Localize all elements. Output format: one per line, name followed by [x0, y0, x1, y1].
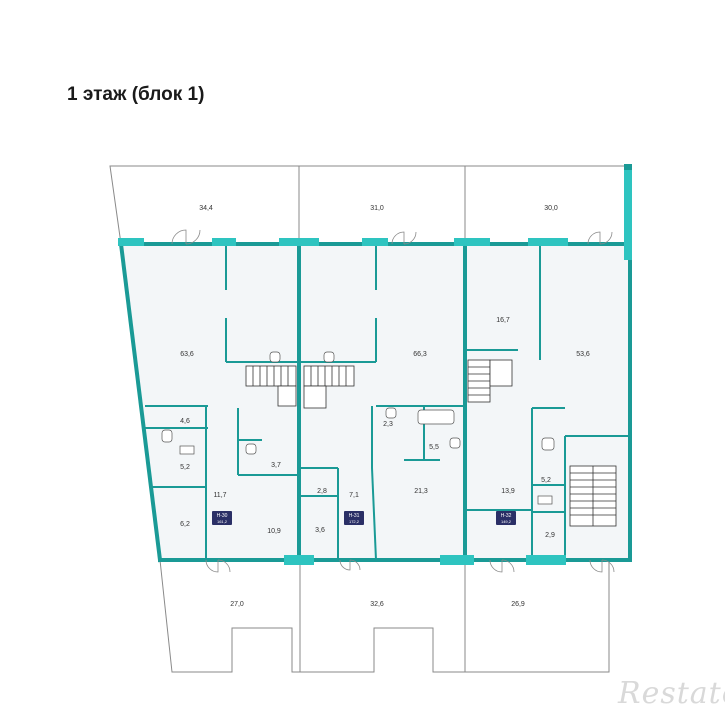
- unit-area: 149,2: [501, 519, 512, 524]
- room-area-label: 21,3: [414, 488, 428, 495]
- door-swings: [171, 229, 615, 573]
- party-walls: [297, 244, 467, 560]
- window-accents: [118, 170, 632, 565]
- room-area-label: 2,9: [545, 532, 555, 539]
- interior-floor: [121, 244, 630, 560]
- common-staircase: [569, 465, 617, 527]
- room-area-label: 5,2: [541, 477, 551, 484]
- room-area-label: 27,0: [230, 601, 244, 608]
- unit-code: Н-31: [349, 513, 360, 519]
- room-area-label: 3,7: [271, 462, 281, 469]
- room-area-label: 53,6: [576, 351, 590, 358]
- room-area-label: 5,2: [180, 464, 190, 471]
- room-area-label: 4,6: [180, 418, 190, 425]
- unit-tag[interactable]: Н-30 161,2: [212, 511, 232, 525]
- room-area-label: 16,7: [496, 317, 510, 324]
- room-area-label: 32,6: [370, 601, 384, 608]
- unit-area: 161,2: [217, 519, 228, 524]
- unit-tag[interactable]: Н-32 149,2: [496, 511, 516, 525]
- room-area-label: 6,2: [180, 521, 190, 528]
- unit-code: Н-30: [217, 513, 228, 519]
- room-area-label: 30,0: [544, 205, 558, 212]
- room-labels: 34,4 31,0 30,0 63,6 66,3 16,7 53,6 4,6 5…: [180, 205, 590, 608]
- room-area-label: 2,3: [383, 421, 393, 428]
- room-area-label: 13,9: [501, 488, 515, 495]
- room-area-label: 10,9: [267, 528, 281, 535]
- room-area-label: 31,0: [370, 205, 384, 212]
- unit-area: 172,2: [349, 519, 360, 524]
- room-area-label: 7,1: [349, 492, 359, 499]
- room-area-label: 2,8: [317, 488, 327, 495]
- terrace-outline-bottom: [159, 559, 610, 673]
- watermark-logo: Restate: [618, 676, 725, 711]
- room-area-label: 26,9: [511, 601, 525, 608]
- stair-unit-2: [303, 365, 355, 409]
- room-area-label: 11,7: [213, 492, 226, 499]
- unit-tag[interactable]: Н-31 172,2: [344, 511, 364, 525]
- stair-unit-3: [467, 359, 513, 403]
- page-title: 1 этаж (блок 1): [67, 84, 205, 105]
- unit-code: Н-32: [501, 513, 512, 519]
- interior-partitions: [145, 244, 630, 561]
- sanitary-fixtures: [161, 351, 555, 505]
- stair-unit-1: [245, 365, 297, 407]
- room-area-label: 66,3: [413, 351, 427, 358]
- room-area-label: 5,5: [429, 444, 439, 451]
- room-area-label: 63,6: [180, 351, 194, 358]
- room-area-label: 34,4: [199, 205, 213, 212]
- room-area-label: 3,6: [315, 527, 325, 534]
